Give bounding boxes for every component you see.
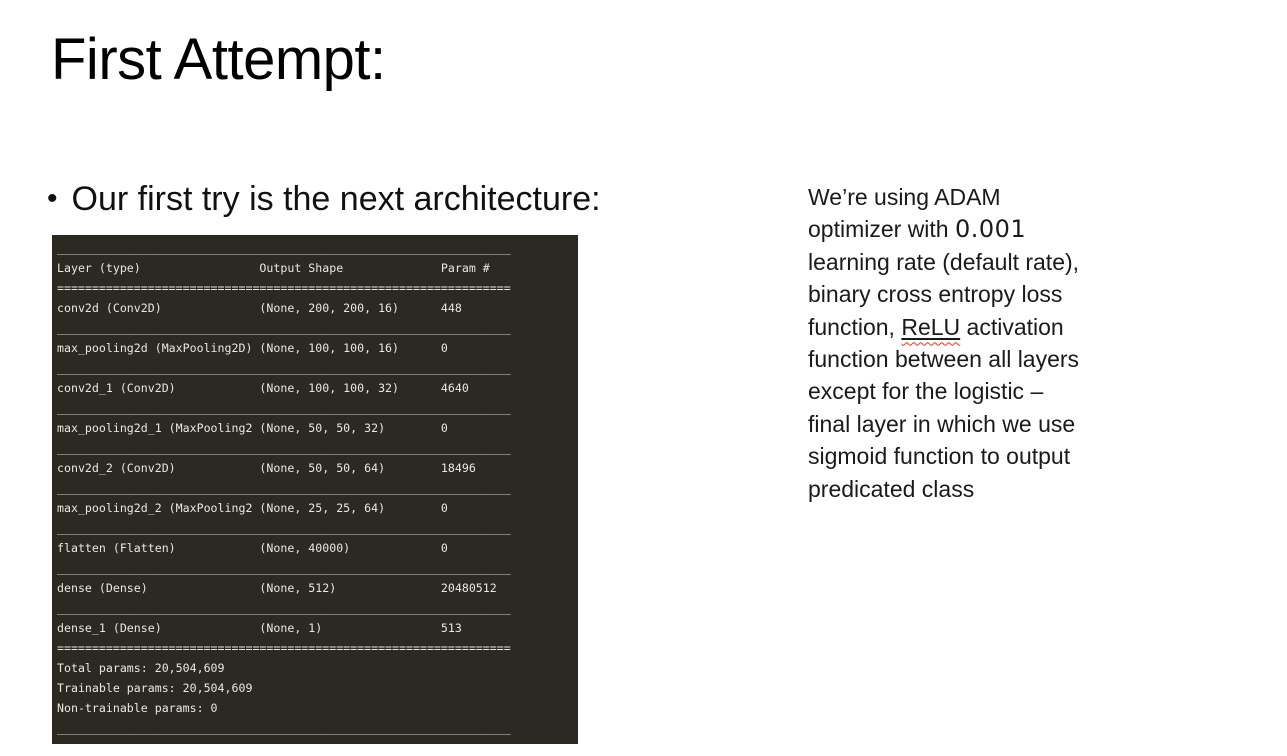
model-summary-terminal-screenshot: ________________________________________… <box>52 235 578 744</box>
note-text-segment: sigmoid function to output <box>808 443 1071 470</box>
bullet-text: Our first try is the next architecture: <box>71 180 601 218</box>
note-text-segment: function, <box>808 313 902 340</box>
note-relu-segment: ReLU <box>901 314 960 340</box>
note-text-segment: optimizer with <box>808 216 955 243</box>
terminal-text: ________________________________________… <box>57 241 511 735</box>
note-text-segment: learning rate (default rate), <box>808 248 1080 275</box>
note-line: We’re using ADAM <box>808 181 1079 213</box>
note-line: binary cross entropy loss <box>808 278 1079 310</box>
optimizer-note: We’re using ADAM optimizer with 0.001 lear… <box>808 181 1079 505</box>
bullet-item: • Our first try is the next architecture: <box>47 179 601 220</box>
note-text-segment: predicated class <box>808 475 975 502</box>
note-line: final layer in which we use <box>808 408 1079 440</box>
note-text-segment: except for the logistic – <box>808 378 1044 405</box>
note-line: function, ReLU activation <box>808 311 1079 343</box>
bullet-marker: • <box>47 182 58 215</box>
note-text-segment: activation <box>960 313 1064 340</box>
note-relu-text: ReLU <box>901 313 961 340</box>
note-text-segment: final layer in which we use <box>808 410 1076 437</box>
slide-title: First Attempt: <box>51 27 386 92</box>
note-text-segment: function between all layers <box>808 346 1080 373</box>
note-alt-segment: 0.001 <box>954 215 1027 244</box>
note-line: function between all layers <box>808 343 1079 375</box>
note-line: sigmoid function to output <box>808 440 1079 472</box>
note-line: optimizer with 0.001 <box>808 213 1079 245</box>
note-text-segment: binary cross entropy loss <box>808 281 1063 308</box>
note-line: except for the logistic – <box>808 375 1079 407</box>
note-line: learning rate (default rate), <box>808 246 1079 278</box>
note-line: predicated class <box>808 473 1079 505</box>
note-text-segment: We’re using ADAM <box>808 184 1001 210</box>
